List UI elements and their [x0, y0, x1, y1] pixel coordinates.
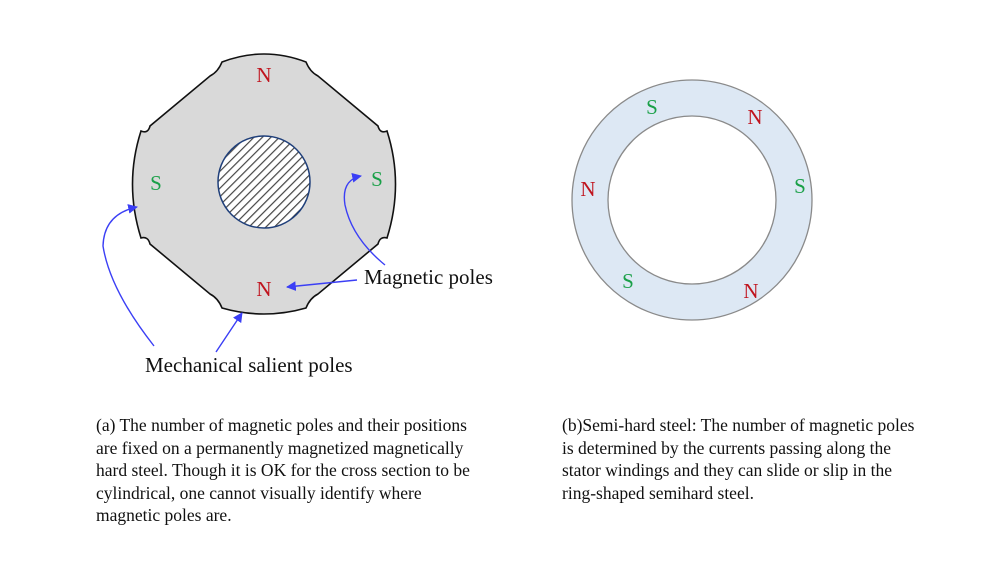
rotor-shaft — [217, 135, 311, 229]
ring-pole-left: N — [580, 177, 595, 201]
ring-pole-bottom-right: N — [743, 279, 758, 303]
ring-pole-top-left: S — [646, 95, 658, 119]
magnetic-pole-arrow-bottom — [286, 279, 358, 291]
magnetic-pole-arrow-right — [343, 172, 386, 266]
ring-pole-top-right: N — [747, 105, 762, 129]
rotor-diagram: N S S N Magnetic poles Mechanical salien… — [102, 53, 493, 377]
ring-pole-bottom-left: S — [622, 269, 634, 293]
magnetic-poles-callout: Magnetic poles — [364, 265, 493, 289]
pole-label-top: N — [256, 63, 271, 87]
ring-inner-edge — [607, 115, 777, 285]
mechanical-poles-callout: Mechanical salient poles — [145, 353, 353, 377]
steel-ring — [572, 80, 812, 320]
salient-pole-arrow-left — [102, 204, 155, 347]
ring-diagram: S N N S S N — [571, 79, 813, 321]
pole-label-bottom: N — [256, 277, 271, 301]
salient-pole-arrow-bottom — [215, 312, 243, 353]
caption-a: (a) The number of magnetic poles and the… — [96, 415, 470, 525]
caption-b: (b)Semi-hard steel: The number of magnet… — [562, 415, 915, 503]
pole-label-left: S — [150, 171, 162, 195]
pole-label-right: S — [371, 167, 383, 191]
ring-outer-edge — [571, 79, 813, 321]
ring-pole-right: S — [794, 174, 806, 198]
